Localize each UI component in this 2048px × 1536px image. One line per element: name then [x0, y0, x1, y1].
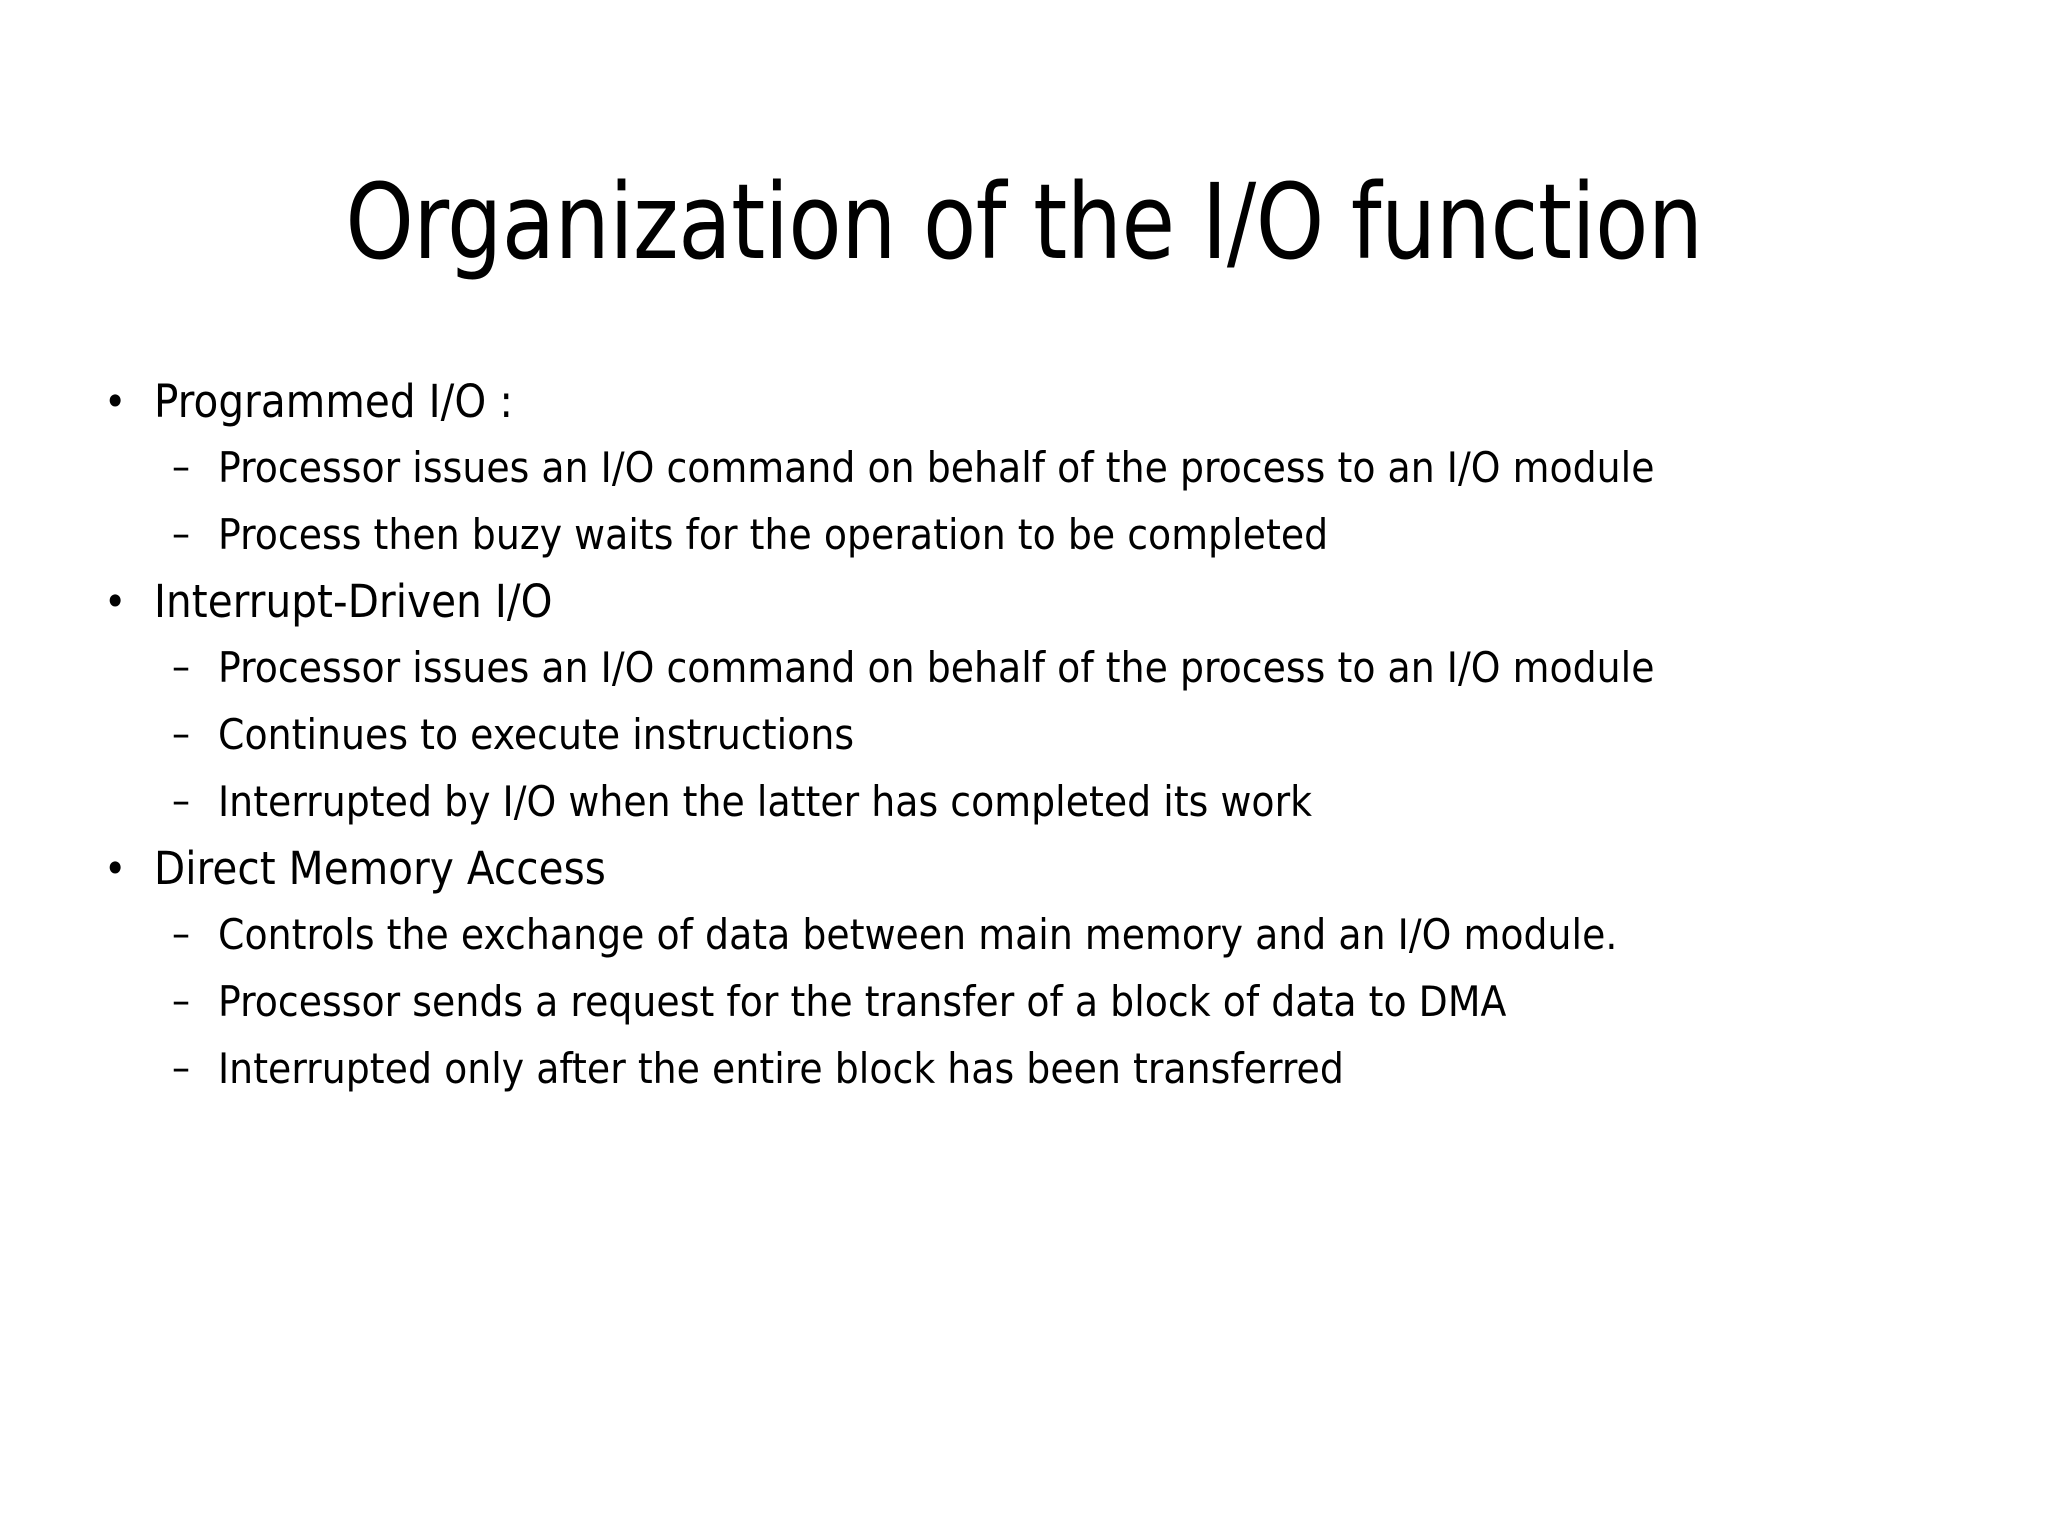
bullet-level2-label: Interrupted by I/O when the latter has c…	[218, 777, 1313, 826]
bullet-dot-icon: •	[104, 577, 127, 626]
bullet-level2-label: Processor sends a request for the transf…	[218, 977, 1507, 1026]
bullet-dash-icon: –	[172, 444, 190, 490]
bullet-level1-label: Interrupt-Driven I/O	[154, 575, 553, 628]
bullet-level2-item[interactable]: – Process then buzy waits for the operat…	[96, 505, 1976, 564]
bullet-group-direct-memory-access: • Direct Memory Access – Controls the ex…	[96, 839, 1976, 1098]
bullet-level2-item[interactable]: – Processor issues an I/O command on beh…	[96, 638, 1976, 697]
bullet-level1-label: Direct Memory Access	[154, 842, 606, 895]
bullet-dot-icon: •	[104, 377, 127, 426]
bullet-dash-icon: –	[172, 978, 190, 1024]
bullet-level2-label: Continues to execute instructions	[218, 710, 855, 759]
bullet-level2-item[interactable]: – Continues to execute instructions	[96, 705, 1976, 764]
bullet-level2-label: Controls the exchange of data between ma…	[218, 910, 1618, 959]
bullet-dash-icon: –	[172, 778, 190, 824]
bullet-dash-icon: –	[172, 711, 190, 757]
bullet-level2-item[interactable]: – Processor issues an I/O command on beh…	[96, 438, 1976, 497]
slide-body-content: • Programmed I/O : – Processor issues an…	[96, 372, 1976, 1106]
bullet-group-programmed-io: • Programmed I/O : – Processor issues an…	[96, 372, 1976, 564]
bullet-group-interrupt-driven-io: • Interrupt-Driven I/O – Processor issue…	[96, 572, 1976, 831]
bullet-dot-icon: •	[104, 844, 127, 893]
bullet-level1-direct-memory-access[interactable]: • Direct Memory Access	[96, 839, 1976, 899]
slide-title: Organization of the I/O function	[345, 160, 1703, 283]
bullet-dash-icon: –	[172, 511, 190, 557]
bullet-level2-label: Processor issues an I/O command on behal…	[218, 443, 1655, 492]
bullet-level2-item[interactable]: – Controls the exchange of data between …	[96, 905, 1976, 964]
bullet-level2-label: Processor issues an I/O command on behal…	[218, 643, 1655, 692]
bullet-dash-icon: –	[172, 1045, 190, 1091]
bullet-dash-icon: –	[172, 911, 190, 957]
bullet-level1-interrupt-driven-io[interactable]: • Interrupt-Driven I/O	[96, 572, 1976, 632]
bullet-dash-icon: –	[172, 644, 190, 690]
bullet-level1-label: Programmed I/O :	[154, 375, 514, 428]
bullet-level2-item[interactable]: – Interrupted only after the entire bloc…	[96, 1039, 1976, 1098]
bullet-level2-label: Interrupted only after the entire block …	[218, 1044, 1344, 1093]
bullet-level1-programmed-io[interactable]: • Programmed I/O :	[96, 372, 1976, 432]
bullet-level2-item[interactable]: – Processor sends a request for the tran…	[96, 972, 1976, 1031]
bullet-level2-label: Process then buzy waits for the operatio…	[218, 510, 1329, 559]
bullet-level2-item[interactable]: – Interrupted by I/O when the latter has…	[96, 772, 1976, 831]
